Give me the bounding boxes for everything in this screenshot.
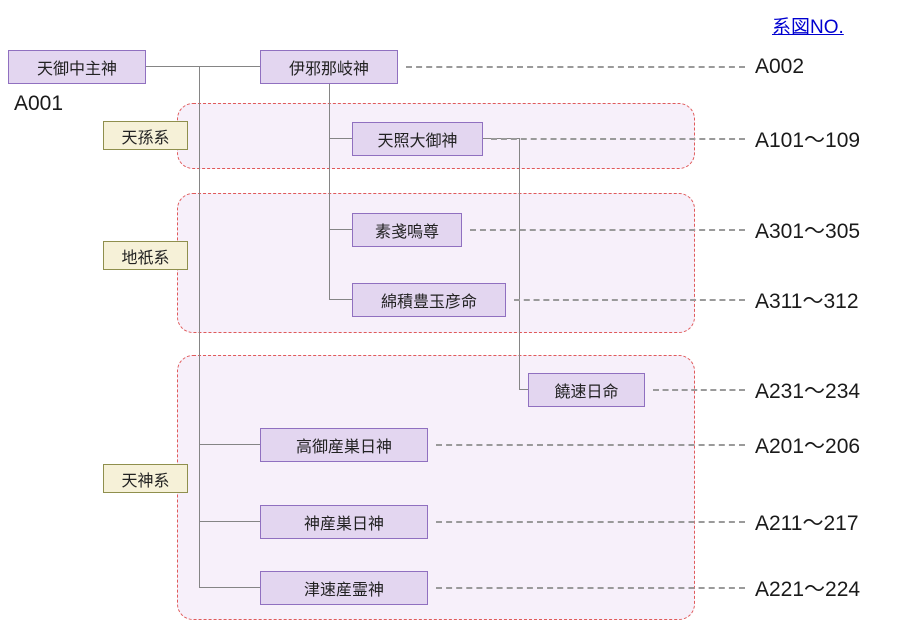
code-label-a301: A301〜305 xyxy=(755,220,861,243)
connector-line xyxy=(199,587,260,588)
code-label-a101: A101〜109 xyxy=(755,129,861,152)
code-label-a211: A211〜217 xyxy=(755,512,859,535)
node-tsuhayamusubi: 津速産霊神 xyxy=(260,571,428,605)
node-izanagi: 伊邪那岐神 xyxy=(260,50,398,84)
dashed-connector xyxy=(436,521,745,523)
node-takamimusubi: 高御産巣日神 xyxy=(260,428,428,462)
code-label-a221: A221〜224 xyxy=(755,578,861,601)
code-label-a231: A231〜234 xyxy=(755,380,861,403)
node-amaterasu: 天照大御神 xyxy=(352,122,483,156)
connector-line xyxy=(329,229,352,230)
category-label-tenjin: 天神系 xyxy=(103,464,188,493)
node-susanoo: 素戔嗚尊 xyxy=(352,213,462,247)
code-label-a311: A311〜312 xyxy=(755,290,859,313)
root-code-label: A001 xyxy=(14,92,64,115)
dashed-connector xyxy=(436,444,745,446)
connector-line xyxy=(199,66,200,588)
dashed-connector xyxy=(653,389,745,391)
connector-line xyxy=(329,138,352,139)
dashed-connector xyxy=(514,299,745,301)
category-label-tenson: 天孫系 xyxy=(103,121,188,150)
code-label-a201: A201〜206 xyxy=(755,435,861,458)
connector-line xyxy=(199,444,260,445)
node-nigihayahi: 饒速日命 xyxy=(528,373,645,407)
connector-line xyxy=(146,66,260,67)
node-kamimusubi: 神産巣日神 xyxy=(260,505,428,539)
dashed-connector xyxy=(470,229,745,231)
dashed-connector xyxy=(491,138,745,140)
dashed-connector xyxy=(406,66,745,68)
connector-line xyxy=(329,299,352,300)
keizu-no-link[interactable]: 系図NO. xyxy=(772,17,844,38)
code-label-a002: A002 xyxy=(755,55,805,78)
connector-line xyxy=(329,84,330,300)
connector-line xyxy=(199,521,260,522)
connector-line xyxy=(519,139,520,390)
connector-line xyxy=(519,389,528,390)
category-label-chigi: 地祇系 xyxy=(103,241,188,270)
dashed-connector xyxy=(436,587,745,589)
node-amenominakanushi: 天御中主神 xyxy=(8,50,146,84)
node-watatsumi-toyotamahiko: 綿積豊玉彦命 xyxy=(352,283,506,317)
